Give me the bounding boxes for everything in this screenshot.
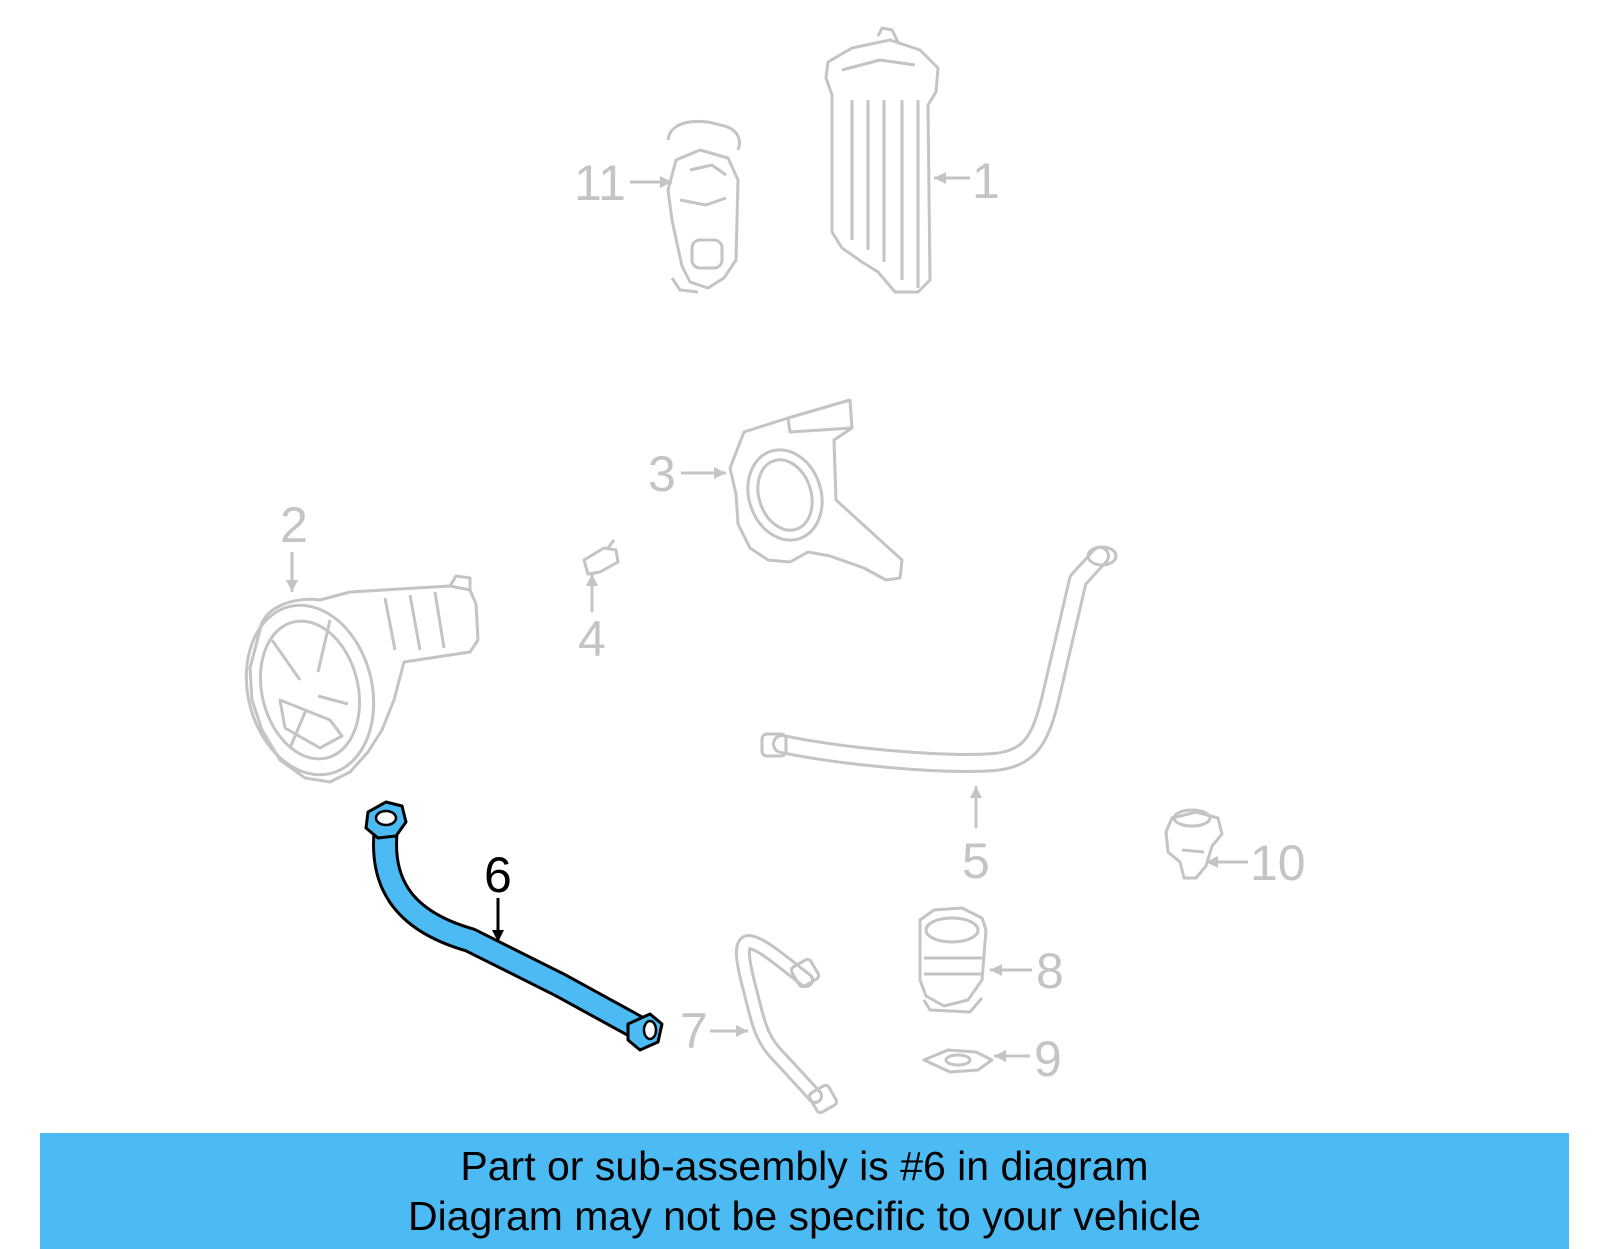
banner-line-disclaimer: Diagram may not be specific to your vehi… bbox=[407, 1193, 1201, 1239]
callout-label-9: 9 bbox=[1034, 1031, 1062, 1087]
part-8-valve bbox=[918, 906, 988, 1014]
callout-label-5: 5 bbox=[962, 833, 990, 889]
callout-label-1: 1 bbox=[972, 153, 1000, 209]
part-7-pipe bbox=[735, 934, 839, 1115]
leader-arrows bbox=[286, 172, 1248, 1062]
part-2-air-pump bbox=[244, 574, 480, 784]
callout-label-2: 2 bbox=[280, 497, 308, 553]
callout-label-3: 3 bbox=[648, 446, 676, 502]
callout-label-8: 8 bbox=[1036, 943, 1064, 999]
callout-label-10: 10 bbox=[1250, 835, 1306, 891]
callout-label-4: 4 bbox=[578, 611, 606, 667]
part-11-valve bbox=[666, 119, 741, 294]
callout-label-7: 7 bbox=[680, 1003, 708, 1059]
banner-line-part: Part or sub-assembly is #6 in diagram bbox=[460, 1143, 1149, 1189]
part-3-bracket bbox=[728, 398, 904, 582]
part-10-valve bbox=[1164, 808, 1224, 880]
part-1-canister bbox=[824, 26, 940, 294]
part-4-clip bbox=[582, 539, 620, 576]
info-banner: Part or sub-assembly is #6 in diagram Di… bbox=[40, 1133, 1569, 1249]
part-6-hose-highlighted bbox=[364, 800, 664, 1052]
callout-label-6: 6 bbox=[484, 847, 512, 903]
part-5-hose bbox=[760, 545, 1118, 773]
part-9-gasket bbox=[922, 1048, 994, 1074]
callout-label-11: 11 bbox=[574, 155, 626, 211]
callout-labels: 1 2 3 4 5 6 7 8 9 10 11 bbox=[280, 153, 1306, 1087]
